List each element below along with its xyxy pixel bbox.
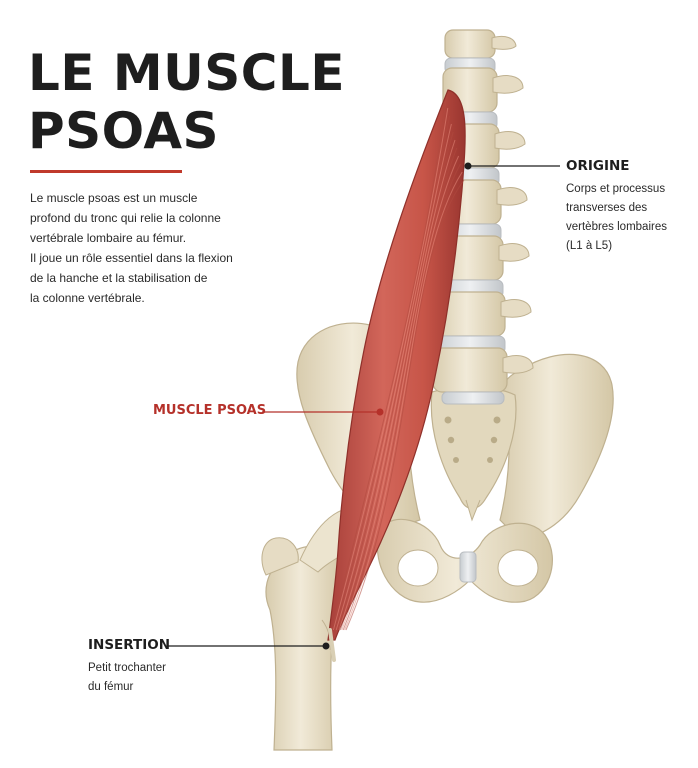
muscle-psoas-label: MUSCLE PSOAS bbox=[153, 403, 267, 418]
origine-desc-line: vertèbres lombaires bbox=[566, 221, 667, 233]
intro-line: Le muscle psoas est un muscle bbox=[30, 191, 198, 205]
vertebra bbox=[432, 347, 508, 393]
intro-line: vertébrale lombaire au fémur. bbox=[30, 231, 187, 245]
insertion-desc-line: du fémur bbox=[88, 681, 134, 693]
insertion-label: INSERTION bbox=[88, 637, 171, 653]
transverse-process bbox=[498, 243, 530, 262]
muscle-fiber bbox=[339, 147, 458, 631]
vertebra bbox=[444, 29, 496, 59]
insertion-marker-dot bbox=[322, 642, 330, 650]
transverse-process bbox=[500, 299, 532, 318]
origine-desc-line: Corps et processus bbox=[566, 183, 666, 195]
muscle-fiber bbox=[341, 155, 460, 631]
muscle-fibers bbox=[331, 99, 465, 631]
intro-line: Il joue un rôle essentiel dans la flexio… bbox=[30, 251, 233, 265]
sacral-foramina bbox=[444, 416, 501, 463]
muscle-fiber bbox=[331, 99, 447, 631]
muscle-fiber bbox=[335, 123, 452, 631]
muscle-fiber bbox=[334, 115, 451, 631]
title-line-2: PSOAS bbox=[28, 102, 220, 160]
insertion-desc-line: Petit trochanter bbox=[88, 662, 166, 674]
intro-line: profond du tronc qui relie la colonne bbox=[30, 211, 221, 225]
title-line-1: LE MUSCLE bbox=[28, 44, 345, 102]
spinous-process bbox=[491, 35, 517, 50]
transverse-process bbox=[496, 187, 528, 206]
intro-paragraph: Le muscle psoas est un muscle profond du… bbox=[30, 188, 290, 308]
muscle-fiber bbox=[332, 107, 449, 631]
leader-lines bbox=[168, 162, 560, 650]
insertion-description: Petit trochanter du fémur bbox=[88, 659, 166, 697]
muscle-marker-dot bbox=[376, 408, 384, 416]
origine-marker-dot bbox=[464, 162, 472, 170]
intro-line: de la hanche et la stabilisation de bbox=[30, 271, 208, 285]
transverse-process bbox=[492, 75, 524, 94]
intervertebral-disc bbox=[441, 391, 505, 405]
transverse-process bbox=[502, 355, 534, 374]
title-underline bbox=[30, 170, 182, 173]
muscle-fiber bbox=[344, 171, 463, 631]
origine-label: ORIGINE bbox=[566, 158, 630, 174]
origine-desc-line: (L1 à L5) bbox=[566, 240, 613, 252]
transverse-process bbox=[494, 131, 526, 150]
muscle-fiber bbox=[345, 179, 465, 631]
psoas-muscle bbox=[327, 89, 466, 662]
origine-description: Corps et processus transverses des vertè… bbox=[566, 180, 667, 256]
muscle-fiber bbox=[337, 131, 454, 631]
intro-line: la colonne vertébrale. bbox=[30, 291, 145, 305]
muscle-fiber bbox=[342, 163, 461, 631]
origine-desc-line: transverses des bbox=[566, 202, 648, 214]
page-title: LE MUSCLE PSOAS bbox=[28, 44, 345, 160]
muscle-fiber bbox=[338, 139, 456, 631]
